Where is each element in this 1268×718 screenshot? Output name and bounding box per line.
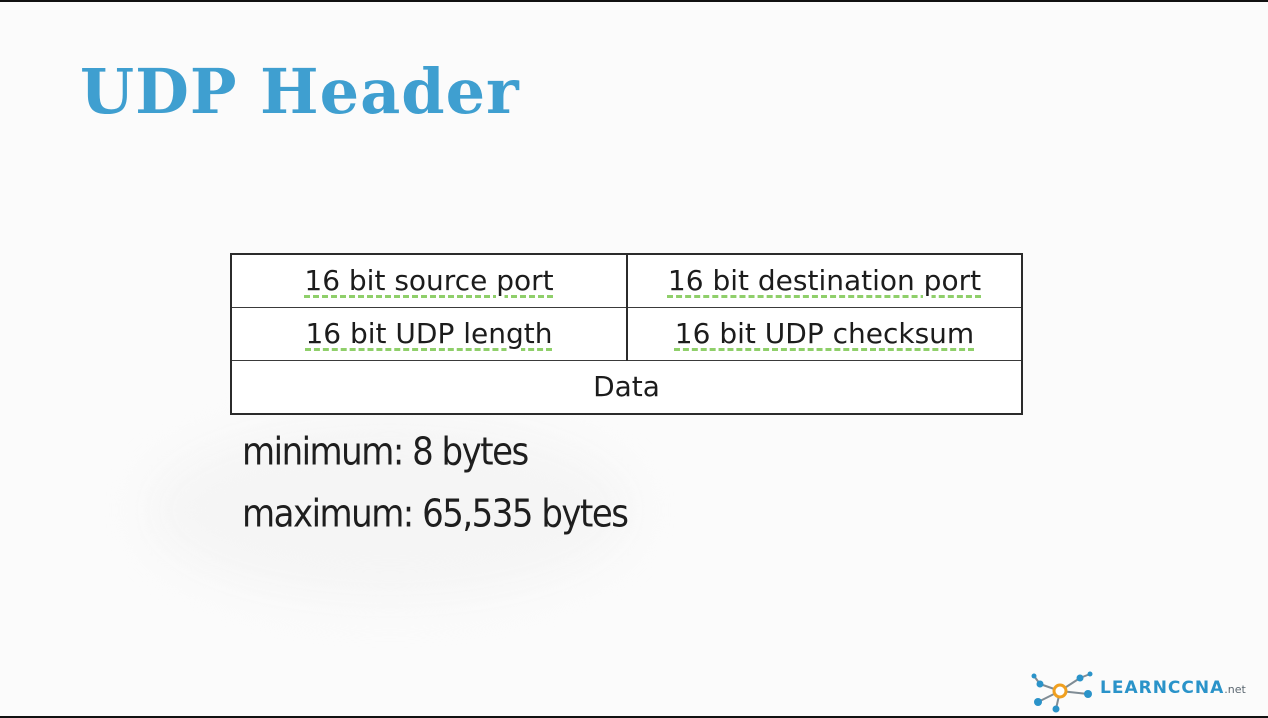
udp-header-table: 16 bit source port 16 bit destination po… bbox=[230, 253, 1023, 415]
maximum-size-note: maximum: 65,535 bytes bbox=[242, 492, 629, 537]
field-udp-length: 16 bit UDP length bbox=[305, 317, 553, 350]
field-cell-source-port: 16 bit source port bbox=[232, 255, 626, 307]
logo-wordmark: LEARNCCNA bbox=[1100, 678, 1225, 698]
logo-suffix: .net bbox=[1224, 683, 1246, 696]
field-source-port: 16 bit source port bbox=[304, 264, 554, 297]
logo-text: LEARNCCNA.net bbox=[1100, 678, 1246, 698]
header-row-data: Data bbox=[232, 361, 1021, 413]
field-cell-destination-port: 16 bit destination port bbox=[628, 255, 1021, 307]
minimum-size-note: minimum: 8 bytes bbox=[242, 430, 529, 475]
top-border bbox=[0, 0, 1268, 2]
learnccna-logo: LEARNCCNA.net bbox=[1030, 670, 1266, 714]
network-nodes-icon bbox=[1031, 671, 1093, 713]
field-cell-data: Data bbox=[232, 361, 1021, 413]
field-udp-checksum: 16 bit UDP checksum bbox=[674, 317, 975, 350]
slide-title: UDP Header bbox=[80, 55, 520, 128]
field-destination-port: 16 bit destination port bbox=[667, 264, 982, 297]
field-data: Data bbox=[593, 370, 660, 403]
header-row-length-checksum: 16 bit UDP length 16 bit UDP checksum bbox=[232, 308, 1021, 361]
column-divider bbox=[626, 255, 628, 361]
background-smudge bbox=[150, 420, 630, 600]
field-cell-udp-checksum: 16 bit UDP checksum bbox=[628, 308, 1021, 360]
bottom-border bbox=[0, 716, 1268, 718]
field-cell-udp-length: 16 bit UDP length bbox=[232, 308, 626, 360]
